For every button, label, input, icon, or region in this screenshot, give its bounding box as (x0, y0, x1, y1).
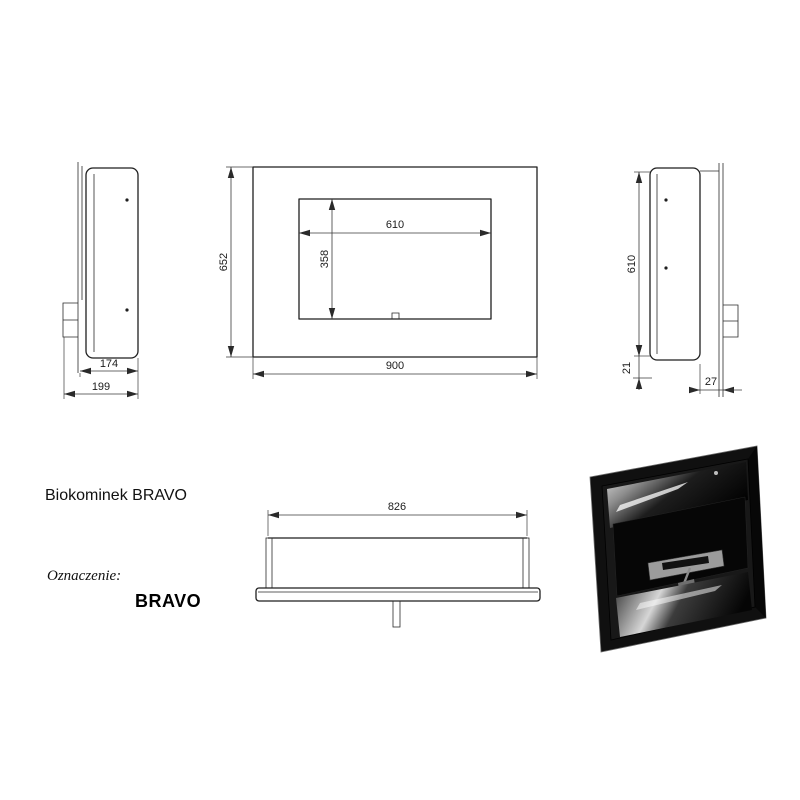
product-title: Biokominek BRAVO (45, 487, 187, 504)
side-post (522, 537, 530, 589)
dimension-652: 652 (218, 166, 253, 358)
side-view-right: 610 21 27 (621, 163, 742, 397)
dimension-610-plate: 610 (626, 171, 650, 357)
dimension-label-358: 358 (319, 250, 331, 268)
dimension-label-199: 199 (92, 381, 110, 393)
designation-label: Oznaczenie: (47, 568, 121, 584)
combustion-chamber (612, 496, 749, 597)
mounting-hole (125, 198, 129, 202)
dimension-199: 199 (63, 337, 139, 399)
fireplace-body-outline (649, 167, 701, 361)
glass-glare (636, 585, 722, 610)
dimension-label-610-side: 610 (626, 255, 638, 273)
fireplace-body-outline (85, 167, 139, 359)
dimension-21: 21 (621, 345, 652, 390)
dimension-label-174: 174 (100, 358, 118, 370)
side-view-left: 174 199 (62, 162, 139, 399)
mounting-tab (392, 600, 401, 628)
dimension-label-610: 610 (386, 219, 404, 231)
front-outer-outline (252, 166, 538, 358)
dimension-174: 174 (79, 358, 139, 377)
side-return (748, 446, 766, 618)
dimension-610-opening: 610 (299, 219, 491, 237)
dimension-label-900: 900 (386, 360, 404, 372)
wall-bracket (62, 302, 78, 338)
perspective-view (589, 445, 767, 653)
glass-glint (714, 471, 718, 475)
designation-value: BRAVO (135, 591, 201, 611)
burner-slot (662, 556, 709, 570)
dimension-label-27: 27 (705, 376, 717, 388)
burner-mark (391, 312, 400, 319)
dimension-900: 900 (252, 357, 538, 379)
dimension-358: 358 (319, 199, 336, 319)
side-post (265, 537, 273, 589)
dimension-label-826: 826 (388, 501, 406, 513)
mounting-hole (664, 198, 668, 202)
dimension-27: 27 (689, 364, 742, 394)
dimension-826: 826 (267, 501, 528, 536)
front-opening-outline (298, 198, 492, 320)
mounting-hole (125, 308, 129, 312)
mounting-hole (664, 266, 668, 270)
upper-glass-panel (607, 462, 748, 528)
wall-bracket (723, 304, 739, 338)
glass-glare (616, 482, 688, 512)
base-shelf-outline (255, 587, 541, 602)
dimension-label-652: 652 (218, 253, 230, 271)
dimension-label-21: 21 (621, 362, 633, 374)
front-view: 652 610 358 900 (218, 166, 538, 379)
top-view: 826 (255, 501, 541, 628)
